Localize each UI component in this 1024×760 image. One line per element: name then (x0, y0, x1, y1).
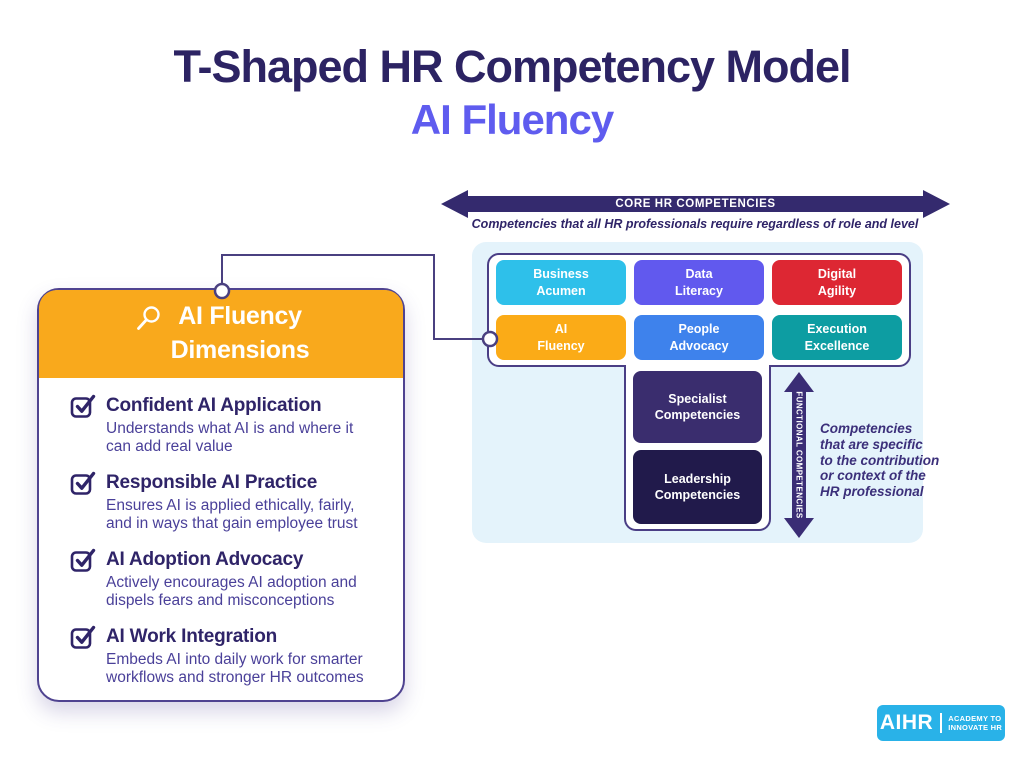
dimension-heading: AI Adoption Advocacy (106, 549, 304, 571)
core-competencies-arrow-shaft: CORE HR COMPETENCIES (465, 196, 926, 212)
page-title: T-Shaped HR Competency Model AI Fluency (0, 42, 1024, 144)
dimension-heading: Responsible AI Practice (106, 472, 318, 494)
dimension-description: Actively encourages AI adoption and disp… (106, 574, 357, 610)
competency-box-people-advocacy: People Advocacy (634, 315, 764, 360)
dimension-description: Ensures AI is applied ethically, fairly,… (106, 496, 358, 533)
core-competencies-grid: Business Acumen Data Literacy Digital Ag… (487, 253, 911, 367)
arrow-left-head-icon (441, 190, 468, 218)
competency-box-execution-excellence: Execution Excellence (772, 315, 902, 360)
arrow-right-head-icon (923, 190, 950, 218)
ai-fluency-dimensions-card: AI Fluency Dimensions Confident AI Appli… (37, 288, 405, 702)
aihr-logo-brand: AIHR (879, 711, 934, 734)
core-competencies-label: CORE HR COMPETENCIES (615, 198, 776, 210)
magnifier-icon (136, 306, 160, 331)
page-title-main: T-Shaped HR Competency Model (173, 41, 851, 92)
dimension-heading: Confident AI Application (106, 395, 322, 416)
card-body: Confident AI Application Understands wha… (39, 378, 403, 687)
dimension-description: Understands what AI is and where it can … (106, 419, 354, 455)
functional-competencies-stem: Specialist Competencies Leadership Compe… (624, 365, 771, 531)
core-competencies-arrow: CORE HR COMPETENCIES (441, 190, 950, 218)
competency-box-specialist: Specialist Competencies (633, 371, 762, 443)
core-competencies-subtitle: Competencies that all HR professionals r… (471, 217, 919, 231)
checked-checkbox-icon (70, 626, 96, 650)
list-item: AI Work Integration Embeds AI into daily… (70, 626, 387, 687)
functional-competencies-arrow-shaft (792, 390, 806, 520)
functional-competencies-label: FUNCTIONAL COMPETENCIES (794, 391, 804, 519)
competency-box-digital-agility: Digital Agility (772, 260, 902, 305)
competency-box-ai-fluency: AI Fluency (496, 315, 626, 360)
checked-checkbox-icon (70, 394, 96, 418)
aihr-logo: AIHR ACADEMY TO INNOVATE HR (877, 705, 1005, 741)
dimension-heading: AI Work Integration (106, 626, 278, 648)
checked-checkbox-icon (70, 471, 96, 495)
dimension-description: Embeds AI into daily work for smarter wo… (106, 651, 364, 687)
competency-box-business-acumen: Business Acumen (496, 260, 626, 305)
arrow-down-head-icon (784, 518, 814, 538)
card-header: AI Fluency Dimensions (39, 290, 403, 378)
checked-checkbox-icon (70, 548, 96, 572)
functional-competencies-description: Competencies that are specific to the co… (820, 421, 940, 500)
list-item: AI Adoption Advocacy Actively encourages… (70, 548, 387, 610)
aihr-logo-divider (940, 713, 943, 733)
list-item: Responsible AI Practice Ensures AI is ap… (70, 471, 387, 533)
competency-box-data-literacy: Data Literacy (634, 260, 764, 305)
functional-competencies-arrow: FUNCTIONAL COMPETENCIES (784, 372, 814, 538)
arrow-up-head-icon (784, 372, 814, 392)
competency-box-leadership: Leadership Competencies (633, 450, 762, 524)
list-item: Confident AI Application Understands wha… (70, 394, 387, 456)
page-title-accent: AI Fluency (410, 95, 614, 143)
aihr-logo-tagline: ACADEMY TO INNOVATE HR (948, 713, 1003, 732)
card-title: AI Fluency Dimensions (170, 302, 310, 364)
